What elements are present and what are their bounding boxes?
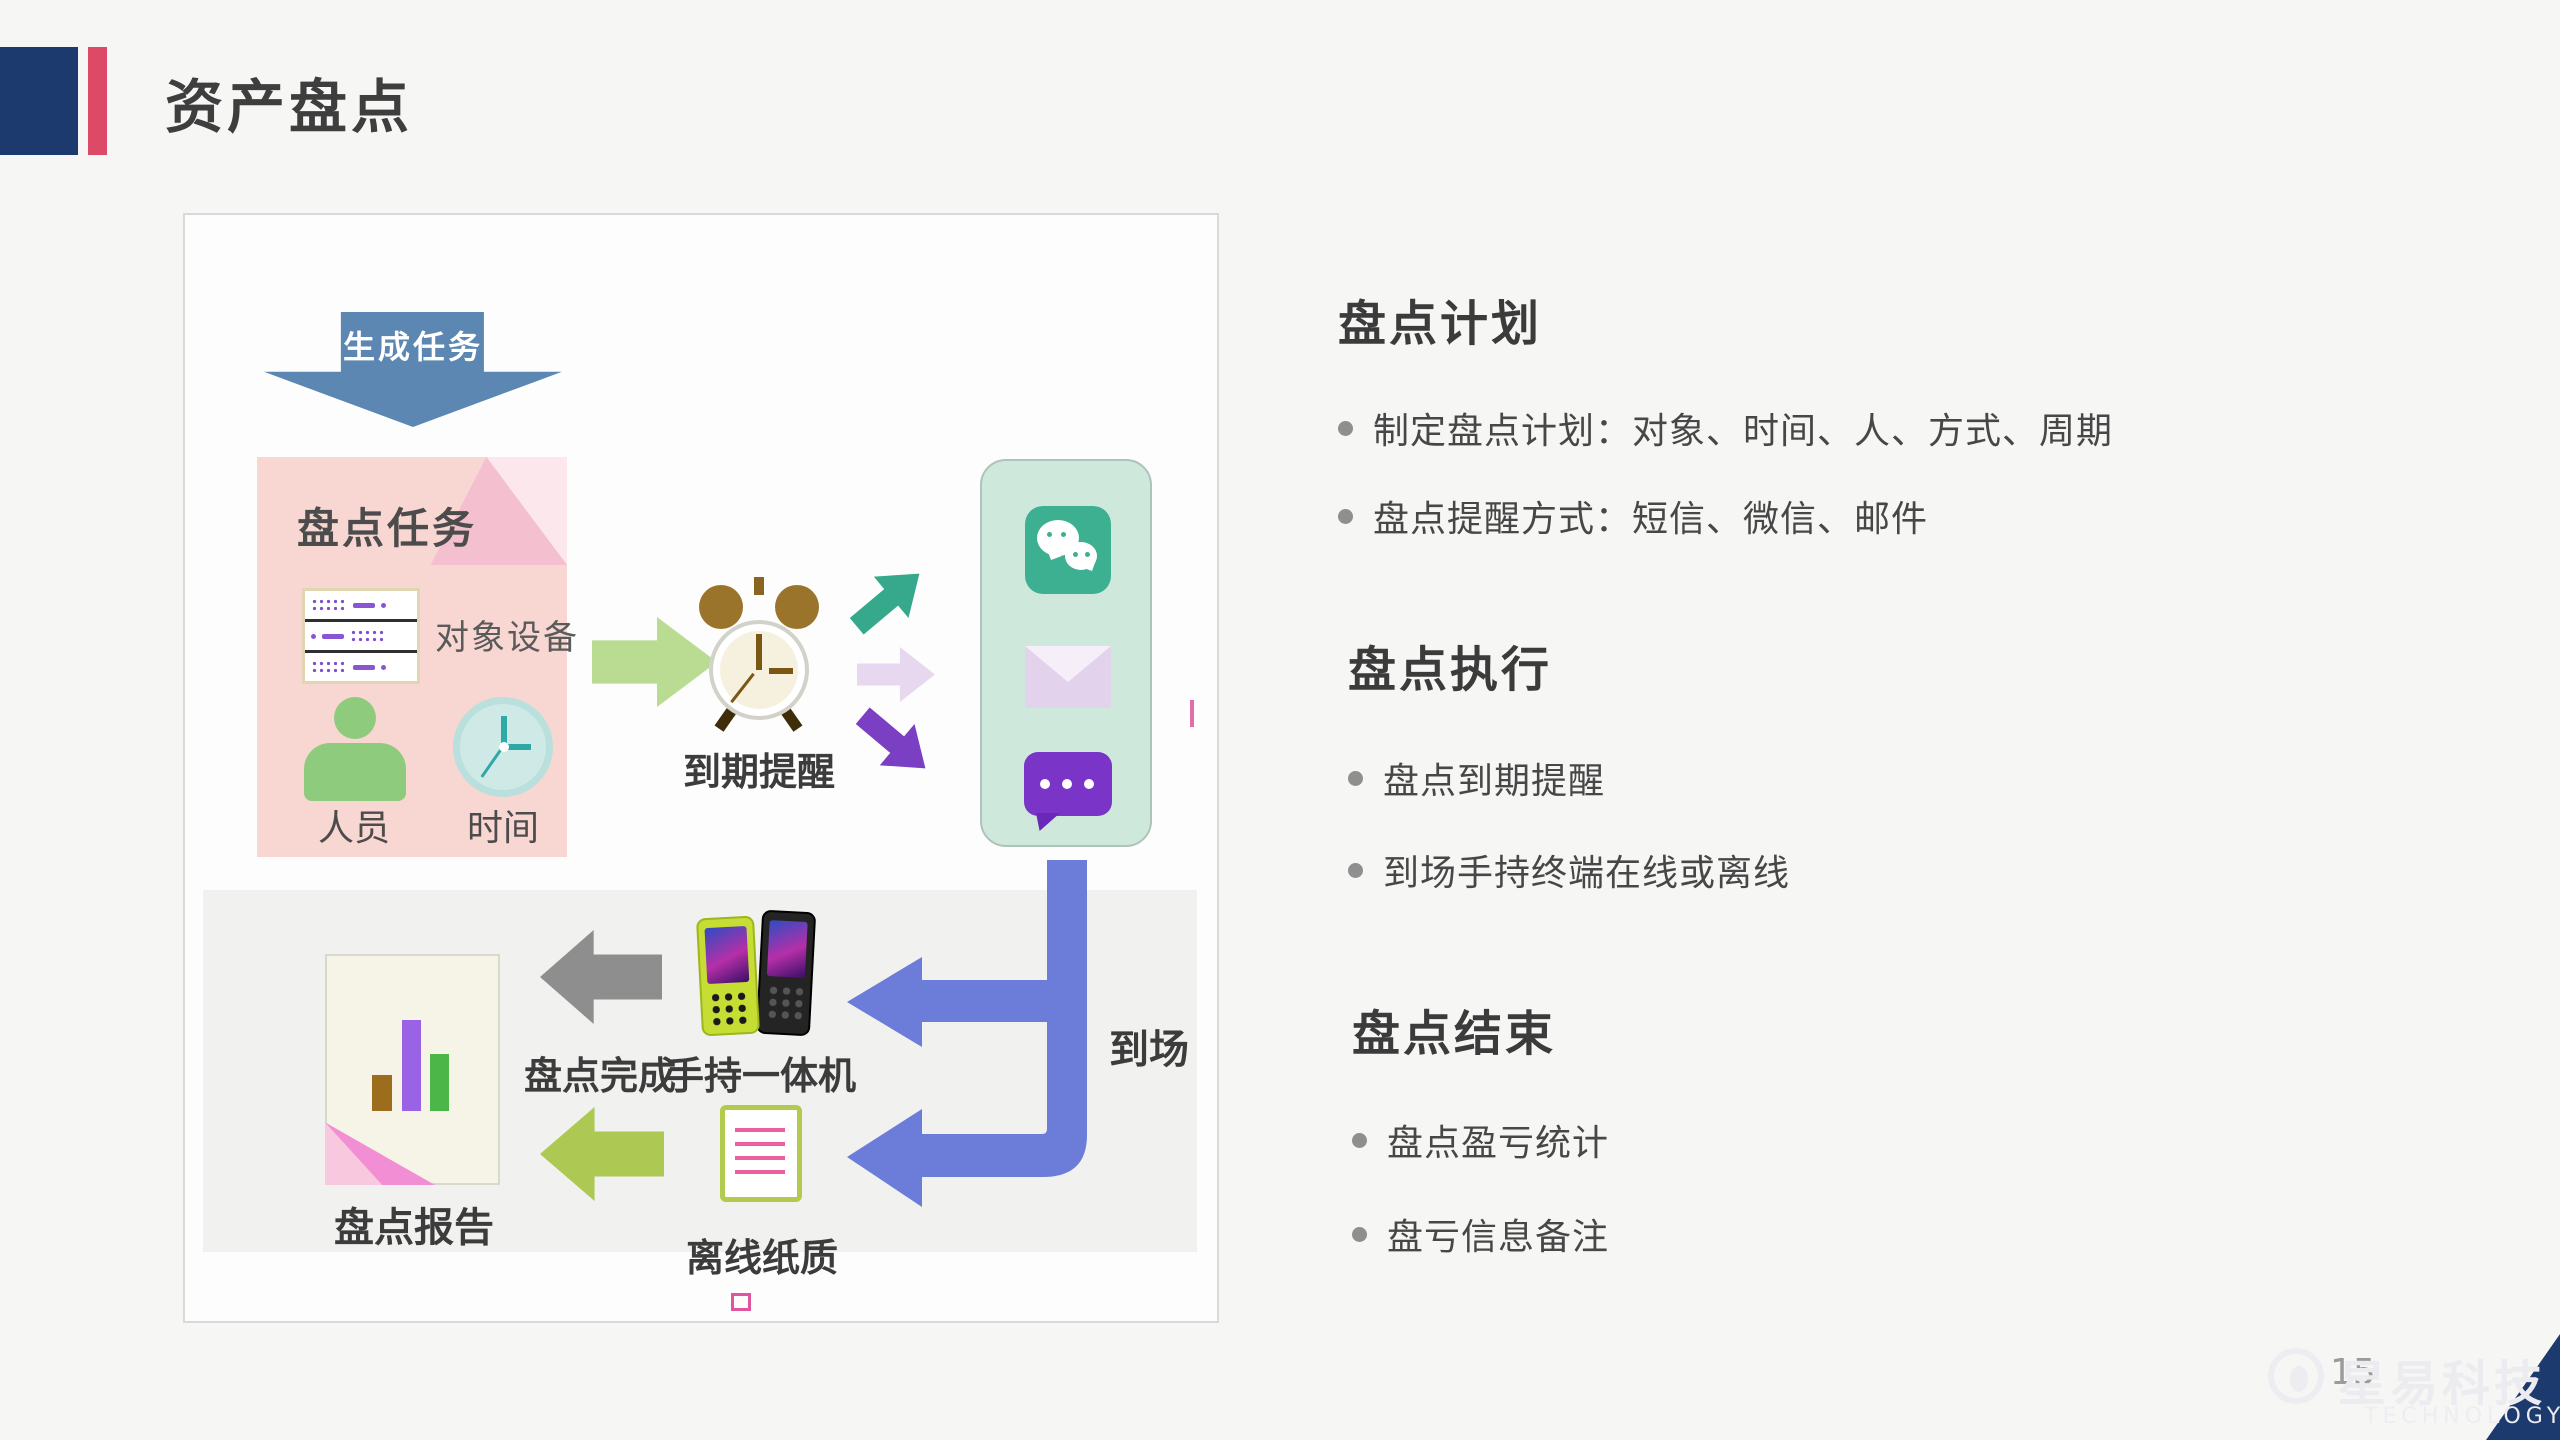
bar-chart-bar [372,1075,392,1111]
bullet-text: 盘点盈亏统计 [1387,1123,1610,1164]
arrival-flow-arrow [847,860,1087,1207]
cursor-artifact [1190,700,1194,727]
section-plan-heading: 盘点计划 [1338,296,1543,352]
bullet-text: 盘点提醒方式：短信、微信、邮件 [1373,499,1929,540]
offline-label: 离线纸质 [685,1236,838,1280]
alarm-stub [754,577,764,595]
page-number: 15 [2330,1352,2376,1393]
list-item: 制定盘点计划：对象、时间、人、方式、周期 [1338,402,2113,454]
person-label: 人员 [317,808,390,849]
bullet-dot-icon [1338,508,1353,524]
server-stack-icon [302,588,420,684]
list-item: 盘点提醒方式：短信、微信、邮件 [1338,490,2113,542]
bullet-dot-icon [1352,1226,1367,1242]
watermark-subtitle: TECHNOLOGY [2364,1404,2560,1429]
mail-icon [1025,646,1111,708]
sms-message-icon [1024,752,1112,816]
bullet-text: 制定盘点计划：对象、时间、人、方式、周期 [1373,411,2114,452]
alarm-bell-icon [699,585,743,629]
devices-label: 对象设备 [435,618,579,658]
section-execute: 盘点执行 盘点到期提醒 到场手持终端在线或离线 [1348,630,1790,896]
list-item: 盘亏信息备注 [1352,1208,1609,1260]
time-label: 时间 [466,808,539,849]
time-clock-icon [453,697,553,797]
cropped-artifact [731,1293,751,1311]
offline-paper-icon [720,1105,802,1202]
alarm-clock-icon [709,620,809,720]
bullet-text: 到场手持终端在线或离线 [1383,853,1791,894]
process-diagram-image: 生成任务 盘点任务 对象设备 人员 时间 到期提醒 [183,213,1219,1323]
title-navy-accent [0,47,78,155]
alarm-bell-icon [775,585,819,629]
list-item: 到场手持终端在线或离线 [1348,844,1790,896]
page-title: 资产盘点 [165,73,414,141]
bullet-dot-icon [1352,1132,1367,1148]
generate-task-label: 生成任务 [342,328,483,366]
section-plan: 盘点计划 制定盘点计划：对象、时间、人、方式、周期 盘点提醒方式：短信、微信、邮… [1338,284,2113,542]
due-reminder-label: 到期提醒 [682,750,835,794]
wechat-icon [1025,506,1111,594]
bullet-dot-icon [1338,420,1353,436]
sms-bubble-tail [1036,813,1060,831]
task-doc-title: 盘点任务 [297,504,478,553]
section-execute-heading: 盘点执行 [1348,642,1553,698]
notification-channels-panel [980,459,1152,847]
complete-label: 盘点完成 [523,1054,676,1098]
handheld-label: 手持一体机 [665,1054,856,1098]
section-finish-heading: 盘点结束 [1352,1006,1557,1062]
title-red-accent [88,47,107,155]
section-finish: 盘点结束 盘点盈亏统计 盘亏信息备注 [1352,994,1609,1260]
person-icon [302,697,410,801]
bullet-text: 盘点到期提醒 [1383,761,1606,802]
watermark-logo: 星易科技 TECHNOLOGY [2268,1340,2560,1435]
watermark-text: 星易科技 [2338,1356,2547,1412]
bar-chart-bar [402,1020,421,1111]
report-label: 盘点报告 [334,1205,494,1251]
watermark-logo-icon [2268,1348,2324,1404]
list-item: 盘点盈亏统计 [1352,1114,1609,1166]
list-item: 盘点到期提醒 [1348,752,1790,804]
bullet-dot-icon [1348,770,1363,786]
bar-chart-bar [430,1054,449,1111]
bullet-text: 盘亏信息备注 [1387,1217,1610,1258]
arrival-label: 到场 [1109,1027,1189,1073]
bullet-dot-icon [1348,862,1363,878]
handheld-devices-icon [695,907,821,1039]
